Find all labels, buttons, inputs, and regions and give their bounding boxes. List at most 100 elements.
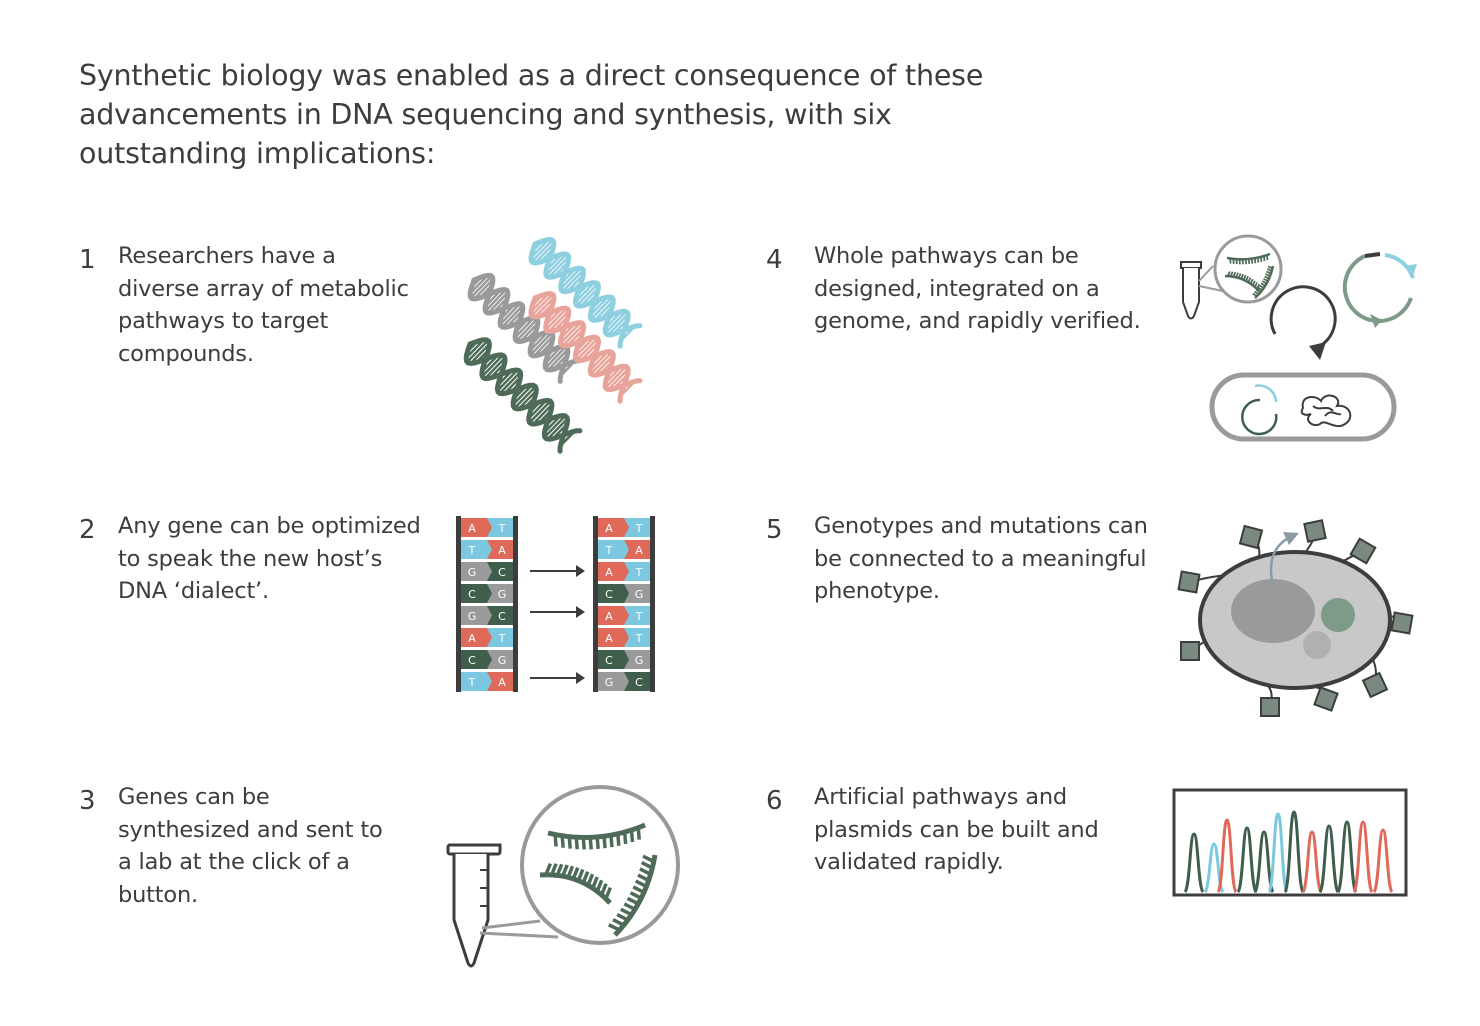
- base-letter: T: [605, 544, 613, 557]
- phenotype-cell-illustration: [1177, 519, 1414, 717]
- item-3-number: 3: [79, 786, 96, 816]
- base-letter: G: [468, 610, 477, 623]
- item-1-number: 1: [79, 245, 96, 275]
- base-letter: T: [468, 676, 476, 689]
- item-4-number: 4: [766, 245, 783, 275]
- dna-helix-icon: [463, 337, 583, 454]
- base-letter: A: [605, 566, 613, 579]
- base-letter: C: [498, 610, 506, 623]
- chromatogram-peak: [1301, 830, 1323, 894]
- base-letter: A: [468, 632, 476, 645]
- plasmid-icon: [1342, 252, 1417, 328]
- item-6-text: Artificial pathways and plasmids can be …: [814, 784, 1099, 875]
- gene-strand-icon: [547, 822, 646, 850]
- item-4-text: Whole pathways can be designed, integrat…: [814, 243, 1141, 334]
- item-3-text: Genes can be synthesized and sent to a l…: [118, 784, 383, 908]
- item-5-text: Genotypes and mutations can be connected…: [814, 513, 1148, 604]
- tube-cap: [446, 843, 502, 856]
- base-letter: A: [605, 522, 613, 535]
- base-letter: C: [468, 654, 476, 667]
- base-letter: G: [498, 588, 507, 601]
- item-2-text: Any gene can be optimized to speak the n…: [118, 513, 421, 604]
- base-letter: T: [468, 544, 476, 557]
- organelle-gray: [1303, 631, 1331, 659]
- base-letter: A: [605, 610, 613, 623]
- gene-synthesis-illustration: [446, 785, 680, 968]
- base-letter: G: [605, 676, 614, 689]
- chromatogram-peak: [1267, 812, 1289, 894]
- base-letter: C: [635, 676, 643, 689]
- curved-arrow-icon: [1269, 285, 1337, 348]
- receptor-icon: [1379, 611, 1414, 635]
- base-letter: A: [498, 676, 506, 689]
- gene-strand-icon: [539, 862, 612, 905]
- tube-icon: [452, 854, 490, 968]
- chromatogram-peak: [1216, 818, 1238, 894]
- receptor-icon: [1339, 537, 1377, 565]
- base-letter: A: [605, 632, 613, 645]
- base-letter: C: [605, 588, 613, 601]
- base-letter: G: [468, 566, 477, 579]
- base-letter: A: [468, 522, 476, 535]
- chromatogram-peak: [1352, 820, 1374, 894]
- dna-helices-illustration: [463, 236, 643, 454]
- chromatogram-peak: [1183, 832, 1205, 894]
- item-1-text: Researchers have a diverse array of meta…: [118, 243, 409, 367]
- base-letter: T: [635, 566, 643, 579]
- base-letter: G: [635, 588, 644, 601]
- receptor-icon: [1303, 519, 1327, 554]
- item-2-number: 2: [79, 515, 96, 545]
- base-letter: C: [468, 588, 476, 601]
- base-letter: G: [635, 654, 644, 667]
- gene-strand-icon: [1226, 252, 1271, 265]
- dna-helix-icon: [467, 272, 583, 384]
- pathway-integration-illustration: [1180, 234, 1417, 442]
- base-letter: C: [605, 654, 613, 667]
- base-letter: T: [498, 522, 506, 535]
- base-letter: T: [635, 632, 643, 645]
- base-letter: T: [635, 610, 643, 623]
- item-5-number: 5: [766, 515, 783, 545]
- receptor-icon: [1238, 524, 1264, 558]
- receptor-icon: [1260, 684, 1280, 717]
- base-letter: T: [498, 632, 506, 645]
- base-letter: T: [635, 522, 643, 535]
- chromatogram-illustration: [1172, 788, 1408, 897]
- chromatogram-peak: [1372, 828, 1394, 894]
- organelle-green: [1321, 598, 1355, 632]
- receptor-icon: [1313, 686, 1339, 712]
- item-6-number: 6: [766, 786, 783, 816]
- chromatogram-peak: [1336, 820, 1358, 894]
- chromatogram-peak: [1318, 824, 1340, 894]
- base-letter: A: [498, 544, 506, 557]
- base-letter: A: [635, 544, 643, 557]
- gene-strand-icon: [608, 854, 658, 937]
- dna-helix-icon: [528, 236, 643, 349]
- nucleus: [1231, 579, 1315, 643]
- tube-icon: [1182, 268, 1200, 320]
- chromatogram-peak: [1253, 830, 1275, 894]
- arrow-icon: [530, 565, 585, 684]
- chromatogram-peak: [1236, 826, 1258, 894]
- gene-strand-icon: [1224, 271, 1260, 292]
- base-letter: C: [498, 566, 506, 579]
- page-heading: Synthetic biology was enabled as a direc…: [79, 59, 984, 170]
- base-letter: G: [498, 654, 507, 667]
